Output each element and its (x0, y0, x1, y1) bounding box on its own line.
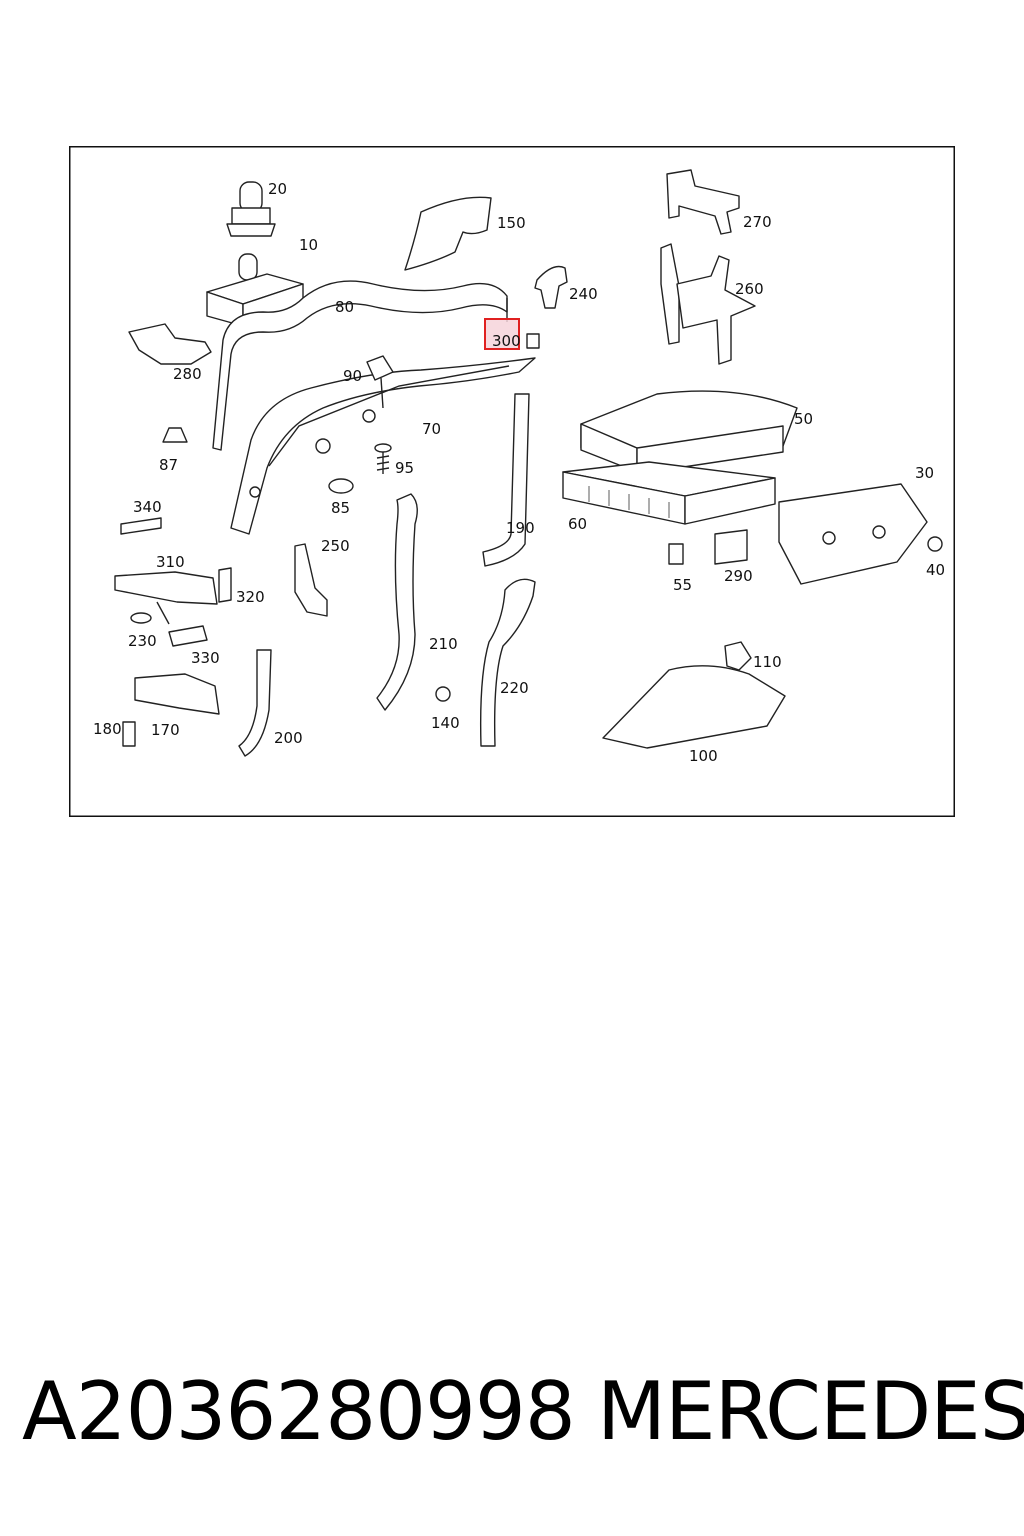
footer-brand: MERCEDES (597, 1365, 1024, 1458)
part-50-drawing (580, 390, 798, 475)
label-90[interactable]: 90 (343, 367, 362, 385)
label-95[interactable]: 95 (395, 459, 414, 477)
label-200[interactable]: 200 (274, 729, 303, 747)
part-40-drawing (927, 536, 943, 552)
part-20-drawing (226, 181, 276, 237)
label-140[interactable]: 140 (431, 714, 460, 732)
label-290[interactable]: 290 (724, 567, 753, 585)
label-250[interactable]: 250 (321, 537, 350, 555)
part-190-drawing (482, 393, 530, 567)
label-270[interactable]: 270 (743, 213, 772, 231)
label-55[interactable]: 55 (673, 576, 692, 594)
part-290-drawing (714, 529, 748, 565)
part-87-drawing (162, 427, 188, 443)
part-90-drawing (366, 355, 394, 381)
part-340-drawing (120, 517, 162, 535)
label-70[interactable]: 70 (422, 420, 441, 438)
parts-diagram-svg: 20 10 150 270 260 240 80 300 280 90 70 5… (69, 146, 955, 817)
label-100[interactable]: 100 (689, 747, 718, 765)
label-320[interactable]: 320 (236, 588, 265, 606)
part-270-drawing (666, 169, 740, 235)
label-340[interactable]: 340 (133, 498, 162, 516)
label-40[interactable]: 40 (926, 561, 945, 579)
label-180[interactable]: 180 (93, 720, 122, 738)
part-110-drawing (724, 641, 752, 671)
parts-diagram: 20 10 150 270 260 240 80 300 280 90 70 5… (69, 146, 955, 817)
part-210-drawing (376, 493, 418, 711)
label-220[interactable]: 220 (500, 679, 529, 697)
label-10[interactable]: 10 (299, 236, 318, 254)
part-95-drawing (374, 443, 392, 474)
part-250-drawing (294, 543, 328, 617)
label-150[interactable]: 150 (497, 214, 526, 232)
label-170[interactable]: 170 (151, 721, 180, 739)
footer-part-number: A2036280998 (22, 1365, 576, 1458)
label-190[interactable]: 190 (506, 519, 535, 537)
label-50[interactable]: 50 (794, 410, 813, 428)
part-85-drawing (328, 478, 354, 494)
label-110[interactable]: 110 (753, 653, 782, 671)
label-240[interactable]: 240 (569, 285, 598, 303)
label-85[interactable]: 85 (331, 499, 350, 517)
part-330-drawing (168, 625, 208, 647)
label-60[interactable]: 60 (568, 515, 587, 533)
part-30-drawing (778, 483, 928, 585)
label-20[interactable]: 20 (268, 180, 287, 198)
label-30[interactable]: 30 (915, 464, 934, 482)
part-70-drawing (230, 357, 536, 535)
part-260-drawing (660, 243, 756, 365)
part-200-drawing (238, 649, 272, 757)
part-220-drawing (479, 578, 536, 747)
label-230[interactable]: 230 (128, 632, 157, 650)
label-80[interactable]: 80 (335, 298, 354, 316)
label-300[interactable]: 300 (492, 332, 521, 350)
part-140-drawing (435, 686, 451, 702)
part-180-drawing (122, 721, 136, 747)
part-240-drawing (534, 265, 568, 309)
label-210[interactable]: 210 (429, 635, 458, 653)
part-55-drawing (668, 543, 684, 565)
label-280[interactable]: 280 (173, 365, 202, 383)
label-260[interactable]: 260 (735, 280, 764, 298)
part-170-drawing (134, 673, 220, 715)
part-60-drawing (562, 461, 776, 525)
part-320-drawing (218, 567, 232, 603)
part-100-drawing (602, 665, 786, 749)
highlight-box-part-300 (484, 318, 520, 350)
part-280-drawing (128, 323, 212, 365)
part-310-drawing (114, 571, 218, 605)
label-330[interactable]: 330 (191, 649, 220, 667)
part-230-drawing (130, 612, 152, 624)
part-300-drawing (526, 333, 540, 349)
label-310[interactable]: 310 (156, 553, 185, 571)
label-87[interactable]: 87 (159, 456, 178, 474)
part-150-drawing (404, 196, 492, 271)
